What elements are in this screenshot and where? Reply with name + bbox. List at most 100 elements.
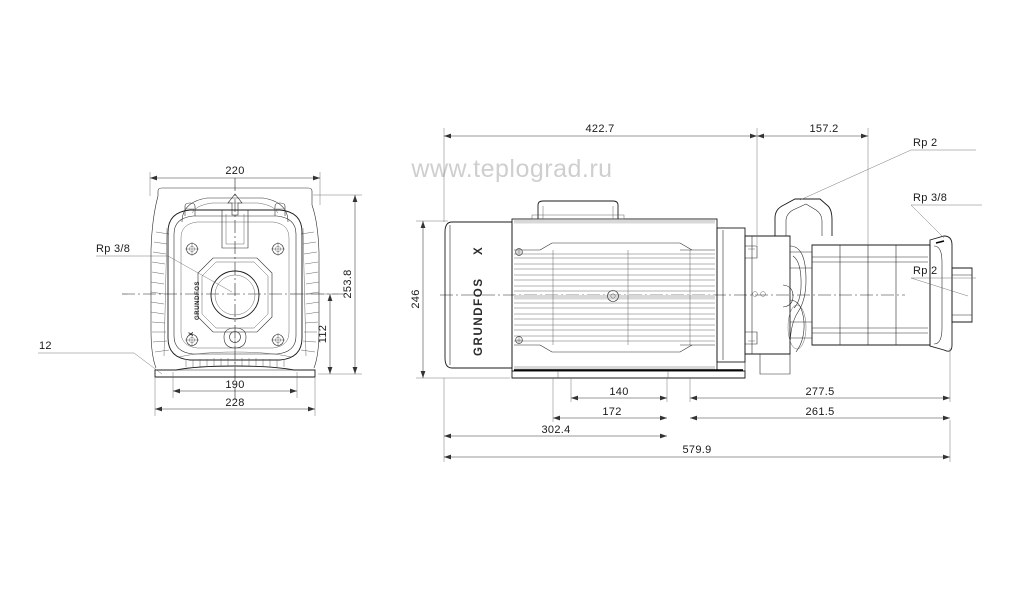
front-top-boss bbox=[221, 210, 249, 249]
dimension-220-label: 220 bbox=[225, 165, 244, 177]
front-cowl-top-edge bbox=[157, 187, 313, 205]
side-motor-rear-cowl bbox=[444, 221, 513, 369]
front-shaft-bore-inner bbox=[214, 274, 256, 316]
dimension-172-label: 172 bbox=[602, 406, 621, 418]
side-tie-band-top bbox=[812, 256, 928, 263]
front-pump-head-outline bbox=[167, 209, 303, 361]
dimension-190-label: 190 bbox=[225, 379, 244, 391]
side-logo-glyph: X bbox=[473, 246, 485, 255]
front-cooling-fins-right bbox=[300, 227, 320, 357]
leader-rp38-right: Rp 3/8 bbox=[910, 192, 982, 239]
front-cowl-right-edge bbox=[311, 204, 320, 369]
dimension-277-5-label: 277.5 bbox=[805, 386, 834, 398]
dimension-261-5: 261.5 bbox=[690, 406, 950, 421]
side-fin-top-taper bbox=[539, 242, 693, 251]
front-bottom-louvres bbox=[178, 351, 292, 367]
front-brand-text: GRUNDFOS bbox=[195, 281, 201, 320]
bolt-hole-tr bbox=[271, 242, 285, 256]
side-adapter-screw-1 bbox=[752, 291, 758, 297]
leader-rp2-bottom: Rp 2 bbox=[910, 265, 976, 297]
side-discharge-inner-left bbox=[785, 203, 807, 236]
leader-12-label: 12 bbox=[39, 340, 52, 352]
side-suction-nozzle bbox=[951, 267, 973, 323]
dimension-302-4: 302.4 bbox=[443, 378, 667, 440]
site-watermark: www.teplograd.ru bbox=[410, 155, 612, 183]
dimension-579-9-label: 579.9 bbox=[682, 444, 711, 456]
side-cooling-fins bbox=[514, 250, 715, 345]
side-terminal-box bbox=[537, 200, 619, 219]
side-brand-text: GRUNDFOS bbox=[473, 277, 485, 356]
side-end-cover-lip-top bbox=[935, 240, 945, 244]
bolt-hole-br bbox=[271, 333, 285, 347]
side-shaft-center-marker bbox=[607, 290, 619, 302]
side-terminal-box-sides bbox=[542, 206, 614, 219]
dimension-228-label: 228 bbox=[225, 397, 244, 409]
leader-rp2-bottom-label: Rp 2 bbox=[913, 265, 937, 277]
dimension-422-7-label: 422.7 bbox=[585, 123, 614, 135]
side-fin-bottom-taper bbox=[539, 344, 693, 353]
side-chamber-neck bbox=[782, 284, 794, 308]
front-cowl-left-edge bbox=[150, 195, 159, 369]
leader-12: 12 bbox=[38, 340, 163, 375]
front-bore-boss-inner bbox=[201, 261, 269, 329]
side-terminal-box-flange bbox=[531, 214, 625, 220]
dimension-253-8: 253.8 bbox=[313, 194, 362, 375]
dimension-157-2: 157.2 bbox=[757, 123, 869, 245]
dimension-112: 112 bbox=[290, 293, 338, 374]
front-logo-glyph: X bbox=[189, 331, 195, 336]
dimension-172: 172 bbox=[552, 378, 667, 422]
bolt-hole-bl bbox=[185, 333, 199, 347]
side-chamber-ellipse bbox=[787, 304, 807, 350]
dimension-246: 246 bbox=[410, 220, 510, 379]
dimension-190: 190 bbox=[172, 372, 298, 398]
dimension-228: 228 bbox=[154, 378, 316, 416]
front-top-boss-inner bbox=[225, 214, 245, 245]
front-pump-head-inner-2 bbox=[180, 221, 290, 349]
dimension-140: 140 bbox=[570, 378, 668, 402]
side-view: GRUNDFOS X bbox=[410, 123, 982, 462]
side-collar-bottom bbox=[789, 321, 813, 339]
side-end-cover-inner bbox=[933, 245, 943, 345]
front-pump-head-inner-1 bbox=[173, 215, 297, 355]
front-top-shroud-inner bbox=[191, 202, 279, 214]
dimension-277-5: 277.5 bbox=[689, 348, 951, 402]
side-chamber-vane-inner bbox=[792, 255, 802, 309]
dimension-157-2-label: 157.2 bbox=[809, 123, 838, 135]
front-drain-plug bbox=[223, 327, 247, 349]
leader-rp38-right-label: Rp 3/8 bbox=[913, 192, 947, 204]
side-end-cover bbox=[929, 235, 953, 352]
leader-rp2-top-label: Rp 2 bbox=[913, 137, 937, 149]
bolt-hole-tl bbox=[185, 242, 199, 256]
side-motor-bottom-band bbox=[514, 366, 715, 370]
dimension-140-label: 140 bbox=[609, 386, 628, 398]
dimension-261-5-label: 261.5 bbox=[805, 406, 834, 418]
side-base-rail bbox=[511, 370, 746, 379]
dimension-112-label: 112 bbox=[317, 325, 329, 343]
dimension-302-4-label: 302.4 bbox=[541, 424, 570, 436]
side-tie-band-bottom bbox=[812, 327, 928, 334]
side-discharge-port bbox=[774, 198, 833, 236]
front-bore-boss-outer bbox=[197, 257, 273, 333]
leader-rp2-top: Rp 2 bbox=[799, 137, 976, 201]
side-stage-dividers bbox=[839, 245, 897, 345]
flow-direction-arrow-icon bbox=[227, 193, 243, 216]
side-motor-screw-top bbox=[515, 248, 523, 256]
front-top-shroud bbox=[181, 197, 289, 223]
dimension-579-9: 579.9 bbox=[443, 420, 951, 462]
side-motor-screw-bottom bbox=[515, 336, 523, 344]
side-motor-top-band bbox=[514, 220, 715, 224]
side-collar-top bbox=[789, 251, 813, 269]
side-adapter-screw-2 bbox=[760, 291, 766, 297]
dimension-246-label: 246 bbox=[410, 289, 422, 308]
side-flange-lug-bottom bbox=[744, 331, 758, 345]
dimension-422-7: 422.7 bbox=[443, 123, 758, 245]
dimension-253-8-label: 253.8 bbox=[342, 269, 354, 298]
front-cooling-fins-left bbox=[150, 227, 170, 357]
leader-rp38-front-label: Rp 3/8 bbox=[96, 243, 130, 255]
front-port-boss-left bbox=[184, 202, 196, 216]
side-pump-foot bbox=[759, 354, 791, 375]
side-flange-lug-top bbox=[744, 245, 758, 259]
front-port-boss-right bbox=[274, 202, 286, 216]
